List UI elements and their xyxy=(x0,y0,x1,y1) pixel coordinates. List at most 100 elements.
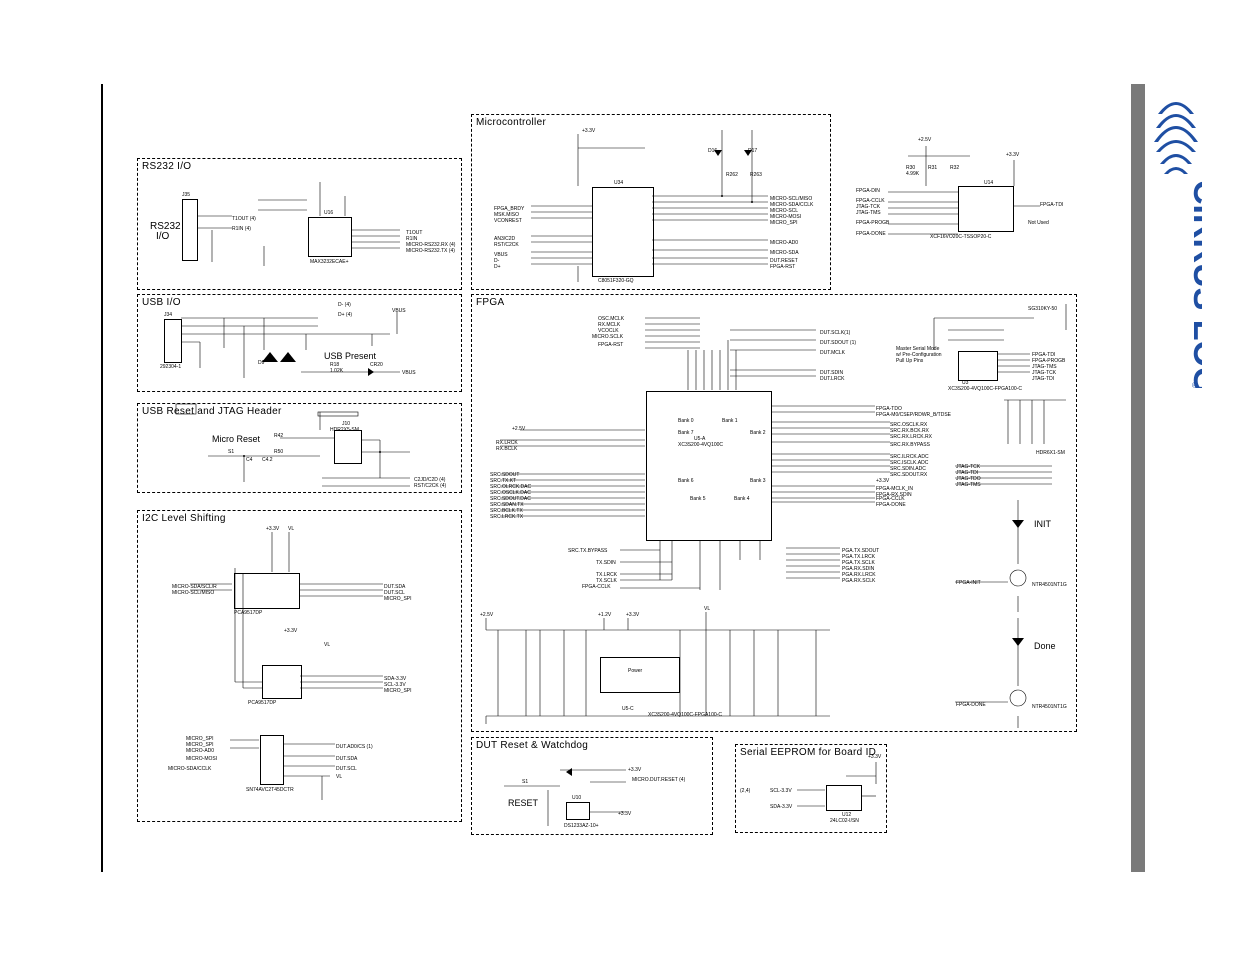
jtag-net-3: JTAG-TCK xyxy=(1032,370,1057,376)
fpga-right4-3: FPGA-DONE xyxy=(876,502,906,508)
micro-led-r263: R263 xyxy=(750,172,762,178)
power-rail-25: +2.5V xyxy=(480,612,494,618)
dut-reset-btn: RESET xyxy=(508,798,539,808)
eeprom-part: 24LC02-I/SN xyxy=(830,818,859,824)
rs232-u-label: U16 xyxy=(324,210,334,216)
rs232-j-label: J35 xyxy=(182,192,191,198)
usb-block: USB I/O J34 292304-1 USB Present D- (4) … xyxy=(137,294,462,392)
micro-right-4: MICRO_SPI xyxy=(770,220,798,226)
rs232-title: RS232 I/O xyxy=(142,161,192,172)
config-left-4: FPGA-PROGB xyxy=(856,220,890,226)
status-net-init: FPGA-INIT xyxy=(956,580,981,586)
usb-present-label: USB Present xyxy=(324,351,377,361)
status-jtag-3: JTAG-TMS xyxy=(956,482,981,488)
micro-left-0: FPGA_BRDY xyxy=(494,206,525,212)
fpga-bleft-1: TX.SDIN xyxy=(596,560,616,566)
fpga-bank7: Bank 7 xyxy=(678,430,694,436)
i2c-left3-1: MICRO_SPI xyxy=(186,742,214,748)
eeprom-title: Serial EEPROM for Board ID xyxy=(740,747,877,758)
i2c-right3-1: DUT.SDA xyxy=(336,756,358,762)
micro-right-5: MICRO-AD0 xyxy=(770,240,799,246)
fpga-right4-2: FPGA-CCLK xyxy=(876,496,905,502)
eeprom-rail: +3.3V xyxy=(868,754,882,760)
rs232-net-t1out: T1OUT (4) xyxy=(232,216,256,222)
jtag-note3: Pull Up Pins xyxy=(896,358,924,364)
status-q2: NTR4501NT1G xyxy=(1032,582,1067,588)
config-r32: R32 xyxy=(950,165,960,171)
reset-part-r42: R42 xyxy=(274,433,284,439)
usb-j-label: J34 xyxy=(164,312,173,318)
usb-net-vbus2: VBUS xyxy=(402,370,416,376)
reset-title: USB Reset and JTAG Header xyxy=(142,406,282,417)
rs232-center2: I/O xyxy=(156,231,170,242)
power-part: XC3S200-4VQ100C-FPGA100-C xyxy=(648,712,722,718)
micro-left-5: VBUS xyxy=(494,252,508,258)
jtag-net-0: FPGA-TDI xyxy=(1032,352,1056,358)
fpga-right3-2: SRC.SDIN.ADC xyxy=(890,466,926,472)
power-u: U5-C xyxy=(622,706,634,712)
fpga-left1-3: MICRO.SCLK xyxy=(592,334,624,340)
fpga-right3-3: SRC.SDOUT.RX xyxy=(890,472,928,478)
eeprom-ic xyxy=(826,785,862,811)
fpga-right1-2: DUT.MCLK xyxy=(820,350,846,356)
config-part: XCF16VO20C-TSSOP20-C xyxy=(930,234,992,240)
micro-block: Microcontroller +3.3V U34 C8051F320-GQ F… xyxy=(471,114,831,290)
dut-net-33a: +3.3V xyxy=(628,767,642,773)
jtag-u: U3 xyxy=(962,380,969,386)
i2c-u9-part: PCA9517DP xyxy=(234,610,263,616)
config-left-5: FPGA-DONE xyxy=(856,231,886,237)
micro-right-2: MICRO-SCL xyxy=(770,208,799,214)
status-net-done: FPGA-DONE xyxy=(956,702,986,708)
power-rail-vl: VL xyxy=(704,606,711,612)
config-rail: +2.5V xyxy=(918,137,932,143)
fpga-right1-3: DUT.SDIN xyxy=(820,370,844,376)
fpga-right2-3: SRC.RX.BCK.RX xyxy=(890,428,929,434)
fpga-bleft-0: SRC.TX.BYPASS xyxy=(568,548,608,554)
i2c-left-sda: MICRO-SDA/SCL/R xyxy=(172,584,217,590)
micro-led-r262: R262 xyxy=(726,172,738,178)
fpga-bottom-4: PGA.RX.LRCK xyxy=(842,572,876,578)
micro-left-7: D+ xyxy=(494,264,501,270)
jtag-osc: SG310KY-50 xyxy=(1028,306,1058,312)
config-u: U14 xyxy=(984,180,994,186)
status-hdr: HDR6X1-SM xyxy=(1036,450,1065,456)
fpga-left2-0: RX.LRCK xyxy=(496,440,518,446)
rs232-part: MAX3232ECAE+ xyxy=(310,259,349,265)
micro-part: C8051F320-GQ xyxy=(598,278,634,284)
rs232-net-r1in: R1IN (4) xyxy=(232,226,251,232)
fpga-left3-1: SRC.TX.KT xyxy=(490,478,517,484)
micro-left-2: VCONREST xyxy=(494,218,522,224)
fpga-left3-2: SRC.OLRCK.DAC xyxy=(490,484,532,490)
fpga-bank5: Bank 5 xyxy=(690,496,706,502)
status-jtag-2: JTAG-TDO xyxy=(956,476,981,482)
i2c-u3-part: SN74AVC2T45DCTR xyxy=(246,787,294,793)
reset-hdr-part: HDR2X5-SM xyxy=(330,427,359,433)
config-left-0: FPGA-DIN xyxy=(856,188,880,194)
rs232-pin-r1in: R1IN xyxy=(406,236,418,242)
micro-right-1: MICRO-SDA/CCLK xyxy=(770,202,814,208)
rs232-pin-t1out: T1OUT xyxy=(406,230,423,236)
config-left-2: JTAG-TCK xyxy=(856,204,881,210)
fpga-left1-0: OSC.MCLK xyxy=(598,316,625,322)
status-jtag-0: JTAG-TCK xyxy=(956,464,981,470)
reset-part-s1: S1 xyxy=(228,449,235,455)
fpga-bank3: Bank 3 xyxy=(750,478,766,484)
micro-left-1: MSK.MISO xyxy=(494,212,520,218)
fpga-left1-2: VCOCLK xyxy=(598,328,619,334)
i2c-u9 xyxy=(234,573,300,609)
brand-reg: ® xyxy=(1190,382,1199,388)
dut-title: DUT Reset & Watchdog xyxy=(476,740,589,751)
usb-part-r18: R18 xyxy=(330,362,340,368)
micro-title: Microcontroller xyxy=(476,117,547,128)
micro-u: U34 xyxy=(614,180,624,186)
reset-block: USB Reset and JTAG Header Micro Reset J1… xyxy=(137,403,462,493)
fpga-config-ic xyxy=(958,351,998,381)
rs232-block: RS232 I/O RS232 I/O J35 T1OUT (4) R1IN (… xyxy=(137,158,462,290)
fpga-bank0: Bank 0 xyxy=(678,418,694,424)
i2c-u7-part: PCA9517DP xyxy=(248,700,277,706)
fpga-right2-1: FPGA-M0/CSEP/RDWR_B/TDSE xyxy=(876,412,952,418)
fpga-part: XC3S200-4VQ100C xyxy=(678,442,724,448)
fpga-bank1: Bank 1 xyxy=(722,418,738,424)
micro-reset-label: Micro Reset xyxy=(212,434,261,444)
